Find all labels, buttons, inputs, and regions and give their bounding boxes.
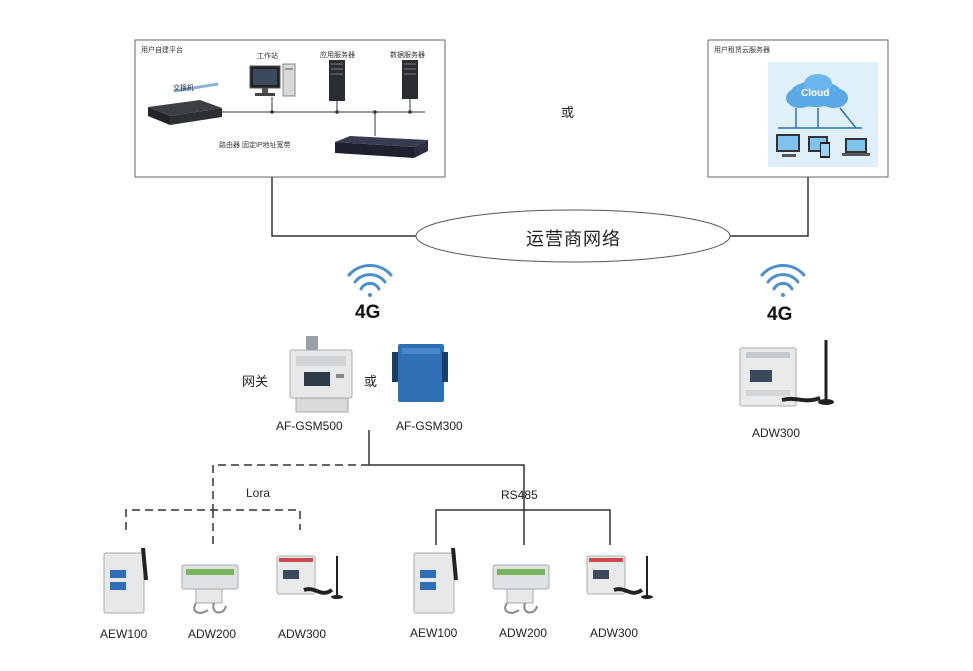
rs485-aew100-device [413, 547, 458, 614]
cloud-label: Cloud [801, 88, 830, 99]
app-server-label: 应用服务器 [320, 52, 355, 59]
lora-bus-label: Lora [246, 486, 271, 500]
wifi-icon [347, 264, 393, 297]
workstation-device [249, 63, 296, 97]
or-top-label: 或 [561, 105, 575, 120]
cloud-platform-link [729, 177, 809, 237]
gateway-label: 网关 [242, 374, 269, 389]
signal-right-label: 4G [767, 304, 793, 325]
app-server-device [329, 60, 345, 101]
lora-device-label: ADW300 [278, 627, 327, 641]
lora-device-label: AEW100 [100, 627, 148, 641]
rs485-adw300-device [586, 555, 653, 599]
lora-adw200-device [181, 564, 239, 614]
cloud-illustration [768, 62, 878, 167]
gateway-left-model: AF-GSM500 [276, 419, 343, 433]
rs485-branch [435, 509, 611, 545]
wifi-icon [760, 264, 806, 297]
lora-device-label: ADW200 [188, 627, 237, 641]
db-server-device [402, 60, 418, 99]
db-server-label: 数据服务器 [390, 52, 425, 59]
switch-device [148, 82, 222, 125]
rs485-device-label: ADW200 [499, 626, 548, 640]
rs485-bus-line [369, 464, 525, 545]
gateway-right-model: AF-GSM300 [396, 419, 463, 433]
workstation-label: 工作站 [257, 53, 278, 60]
rs485-device-label: AEW100 [410, 626, 458, 640]
rs485-adw200-device [492, 564, 550, 614]
router-device [335, 136, 428, 158]
lora-adw300-device [276, 555, 343, 599]
gateway-gsm300-device [392, 344, 448, 402]
signal-left-label: 4G [355, 302, 381, 323]
router-label: 路由器 固定IP地址宽带 [219, 142, 291, 149]
standalone-adw300-device [739, 340, 834, 407]
self-platform-title: 用户自建平台 [141, 47, 183, 54]
switch-label: 交换机 [173, 85, 194, 92]
operator-network-label: 运营商网络 [526, 229, 621, 249]
gateway-gsm500-device [289, 336, 353, 413]
operator-network [415, 209, 731, 263]
lan-node [270, 110, 274, 114]
cloud-platform-title: 用户租赁云服务器 [714, 47, 770, 54]
lora-bus-line [212, 464, 369, 510]
lora-aew100-device [103, 547, 148, 614]
standalone-device-label: ADW300 [752, 426, 801, 440]
self-platform-link [271, 177, 420, 237]
lan-node [335, 110, 339, 114]
lan-node [373, 110, 377, 114]
lan-node [408, 110, 412, 114]
gateway-or-label: 或 [364, 374, 378, 389]
rs485-bus-label: RS485 [501, 488, 538, 502]
rs485-device-label: ADW300 [590, 626, 639, 640]
